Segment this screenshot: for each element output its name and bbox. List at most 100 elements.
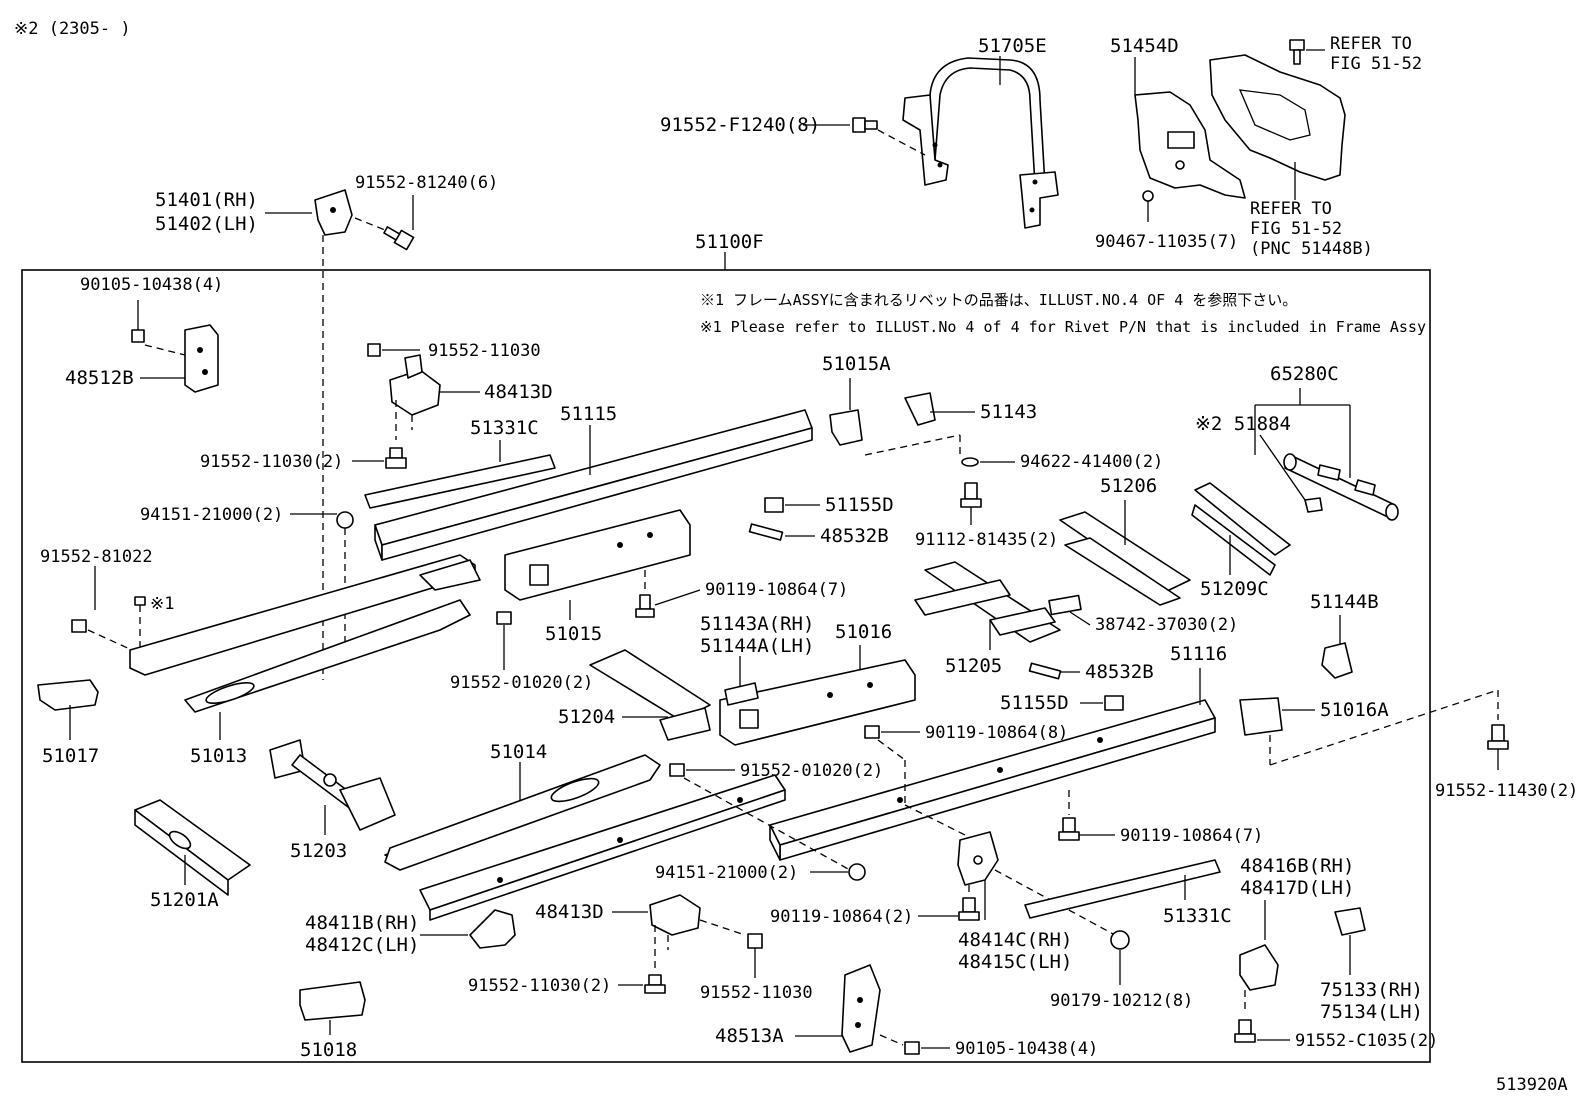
label-94151-21000-b: 94151-21000(2) <box>655 863 798 883</box>
label-48532B-b: 48532B <box>1085 661 1154 683</box>
label-51144A: 51144A(LH) <box>700 635 814 657</box>
label-90119-10864-d: 90119-10864(2) <box>770 907 913 927</box>
part-48411B-bracket <box>469 909 516 949</box>
label-51017: 51017 <box>42 745 99 767</box>
label-51454D: 51454D <box>1110 35 1179 57</box>
bolt-91552-81022-icon <box>71 619 87 633</box>
label-51884: ※2 51884 <box>1195 413 1291 435</box>
part-51205 <box>914 561 1061 643</box>
part-51209C <box>1191 482 1291 576</box>
part-51331C-lower <box>1024 859 1221 919</box>
label-91552-11030-a: 91552-11030 <box>428 341 541 361</box>
label-51201A: 51201A <box>150 889 219 911</box>
label-90119-10864-c: 90119-10864(7) <box>1120 826 1263 846</box>
label-75133: 75133(RH) <box>1320 979 1423 1001</box>
refer-top-1: REFER TO <box>1330 34 1412 54</box>
label-91552-11030-c: 91552-11030(2) <box>468 976 611 996</box>
part-38742-37030 <box>1048 594 1082 616</box>
label-51705E: 51705E <box>978 35 1047 57</box>
bolt-91552-F1240-icon <box>852 117 878 133</box>
part-48414C-bracket <box>957 831 999 886</box>
part-51331C-upper <box>364 454 556 509</box>
frame-label: 51100F <box>695 231 764 253</box>
bolt-90105-10438-b-icon <box>904 1041 920 1055</box>
part-51144B <box>1321 642 1353 679</box>
bolt-91552-11030-a-icon <box>367 343 381 357</box>
bolt-90119-10864-a-icon <box>635 594 655 618</box>
label-51018: 51018 <box>300 1039 357 1061</box>
label-48414C: 48414C(RH) <box>958 929 1072 951</box>
label-91552-11030-d: 91552-11030 <box>700 983 813 1003</box>
washer-94622-41400-icon <box>961 457 979 467</box>
label-51155D-b: 51155D <box>1000 692 1069 714</box>
label-90179-10212: 90179-10212(8) <box>1050 991 1193 1011</box>
bolt-91552-11430-icon <box>1487 724 1509 750</box>
label-48513A: 48513A <box>715 1025 784 1047</box>
part-51143 <box>904 392 936 426</box>
bolt-91552-11030-b-icon <box>385 447 407 469</box>
label-94622-41400: 94622-41400(2) <box>1020 452 1163 472</box>
label-51013: 51013 <box>190 745 247 767</box>
label-48413D-a: 48413D <box>484 381 553 403</box>
label-51155D-a: 51155D <box>825 494 894 516</box>
bolt-90119-10864-d-icon <box>958 897 980 921</box>
bolt-91552-01020-a-icon <box>496 611 512 625</box>
part-51115-rail <box>374 409 813 561</box>
label-51331C-a: 51331C <box>470 417 539 439</box>
part-51013-rail <box>184 599 471 713</box>
part-51016-crossmember <box>719 659 916 746</box>
bolt-90119-10864-b-icon <box>864 725 880 739</box>
part-48513A <box>841 964 881 1053</box>
label-65280C: 65280C <box>1270 363 1339 385</box>
part-48532B-lower <box>1028 662 1062 680</box>
part-48532B-upper <box>748 523 784 541</box>
label-91552-81022: 91552-81022 <box>40 547 153 567</box>
label-90119-10864-b: 90119-10864(8) <box>925 723 1068 743</box>
part-51155D-upper <box>764 497 784 513</box>
part-51017 <box>37 679 99 711</box>
part-51201A <box>134 799 251 896</box>
figure-code: 513920A <box>1496 1075 1568 1095</box>
refer-top-2: FIG 51-52 <box>1330 54 1422 74</box>
label-51015A: 51015A <box>822 353 891 375</box>
bolt-91112-81435-icon <box>960 482 982 508</box>
refer-right-1: REFER TO <box>1250 199 1332 219</box>
label-91552-81240: 91552-81240(6) <box>355 173 498 193</box>
part-51401-bracket <box>314 189 353 236</box>
refer-right-3: (PNC 51448B) <box>1250 239 1373 259</box>
bolt-91552-11030-c-icon <box>644 974 666 994</box>
label-51205: 51205 <box>945 655 1002 677</box>
label-75134: 75134(LH) <box>1320 1001 1423 1023</box>
part-75133-bracket <box>1334 907 1366 936</box>
label-90105-10438-a: 90105-10438(4) <box>80 275 223 295</box>
label-51015: 51015 <box>545 623 602 645</box>
label-48413D-b: 48413D <box>535 901 604 923</box>
label-51209C: 51209C <box>1200 578 1269 600</box>
label-51115: 51115 <box>560 403 617 425</box>
label-48412C: 48412C(LH) <box>305 934 419 956</box>
part-51454D <box>1134 91 1246 199</box>
frame-assembly-box <box>21 269 1431 1063</box>
label-51206: 51206 <box>1100 475 1157 497</box>
part-48413D-lower <box>649 894 701 936</box>
label-48512B: 48512B <box>65 367 134 389</box>
part-51116-rail <box>769 699 1216 861</box>
label-51144B: 51144B <box>1310 591 1379 613</box>
part-65280C-tube <box>1283 453 1399 521</box>
label-51401: 51401(RH) <box>155 189 258 211</box>
label-51203: 51203 <box>290 840 347 862</box>
bolt-91552-11030-d-icon <box>747 933 763 949</box>
part-51155D-lower <box>1104 695 1124 711</box>
label-51331C-b: 51331C <box>1163 905 1232 927</box>
label-48411B: 48411B(RH) <box>305 912 419 934</box>
part-51018 <box>299 981 366 1021</box>
part-left-lower-rail <box>419 774 786 921</box>
label-90467: 90467-11035(7) <box>1095 232 1238 252</box>
part-48416B-bracket <box>1239 944 1279 991</box>
part-51204 <box>589 649 711 741</box>
note-jp: ※1 フレームASSYに含まれるリベットの品番は、ILLUST.NO.4 OF … <box>700 291 1297 309</box>
label-51204: 51204 <box>558 706 615 728</box>
label-91552-11030-b: 91552-11030(2) <box>200 452 343 472</box>
label-48415C: 48415C(LH) <box>958 951 1072 973</box>
